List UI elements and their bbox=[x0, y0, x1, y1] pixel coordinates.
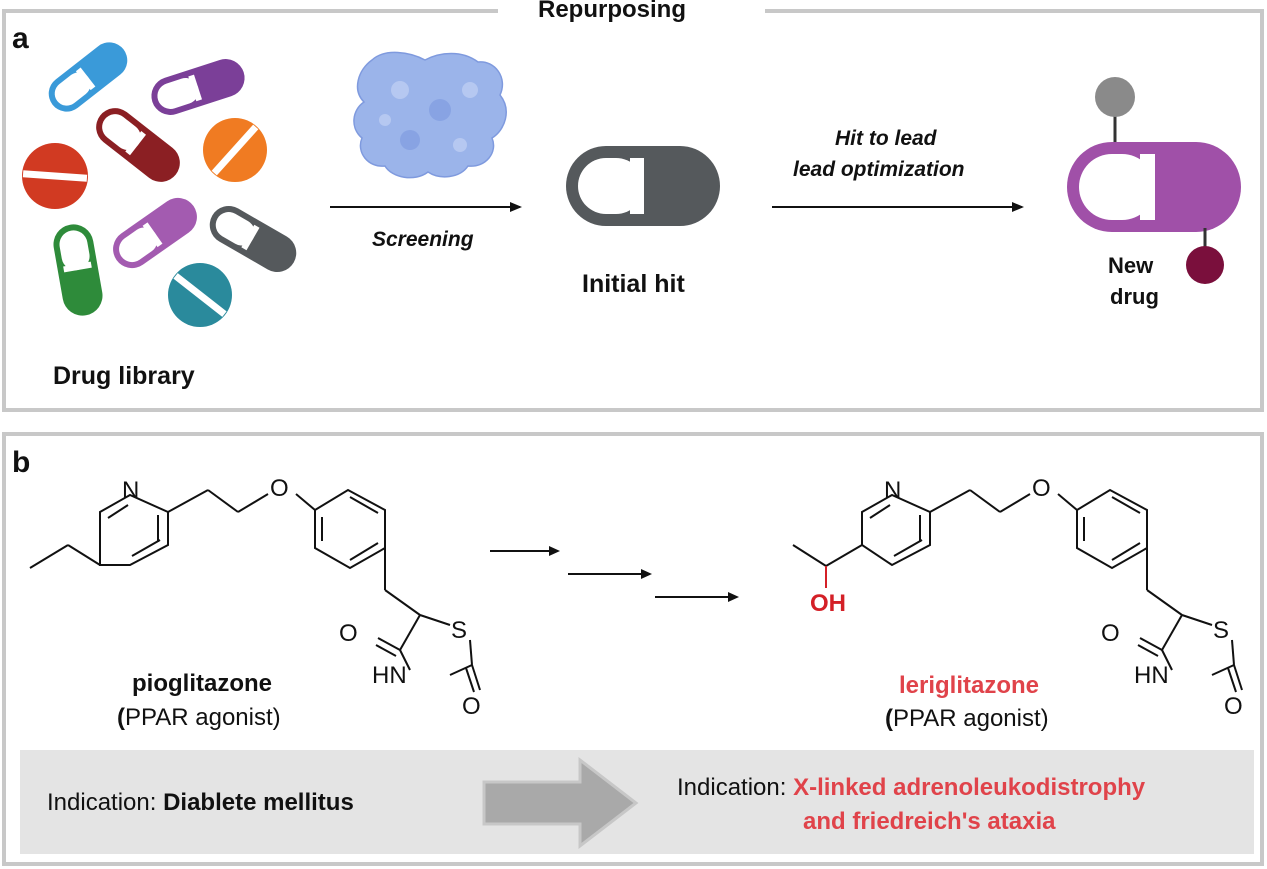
atom-label-o-carbonyl: O bbox=[462, 693, 481, 720]
left-indication-prefix: Indication: bbox=[47, 789, 164, 816]
right-indication-prefix: Indication: bbox=[677, 774, 794, 801]
atom-label-o: O bbox=[1032, 475, 1051, 502]
capsule-icon bbox=[151, 59, 245, 115]
panel-a-label: a bbox=[12, 22, 29, 55]
new-drug-label-line2: drug bbox=[1110, 284, 1159, 309]
pioglitazone-class: (PPAR agonist) bbox=[117, 704, 281, 732]
right-indication-value-line1: X-linked adrenoleukodistrophy bbox=[793, 774, 1146, 801]
capsule-icon bbox=[53, 224, 103, 316]
protein-icon bbox=[353, 51, 507, 179]
new-drug-label-line1: New bbox=[1108, 253, 1154, 278]
atom-label-o-carbonyl: O bbox=[1224, 693, 1243, 720]
pioglitazone-class-text: PPAR agonist) bbox=[125, 704, 281, 731]
left-indication: Indication: Diablete mellitus bbox=[47, 789, 354, 817]
panel-a-frame bbox=[2, 9, 1264, 412]
leriglitazone-name: leriglitazone bbox=[899, 672, 1040, 699]
tablet-icon bbox=[203, 118, 267, 182]
drug-library-label: Drug library bbox=[53, 362, 195, 390]
pioglitazone-class-paren: ( bbox=[117, 704, 125, 731]
tablet-icon bbox=[168, 263, 232, 327]
atom-label-o-keto: O bbox=[339, 620, 358, 647]
leriglitazone-class-paren: ( bbox=[885, 705, 893, 732]
leriglitazone-class: (PPAR agonist) bbox=[885, 705, 1049, 733]
atom-label-o: O bbox=[270, 475, 289, 502]
right-indication-value-line2: and friedreich's ataxia bbox=[803, 808, 1056, 835]
right-indication: Indication: X-linked adrenoleukodistroph… bbox=[677, 774, 1145, 802]
synthesis-arrows bbox=[490, 546, 739, 602]
atom-label-s: S bbox=[451, 617, 468, 644]
screening-arrow bbox=[330, 202, 522, 212]
panel-b-frame bbox=[2, 432, 1264, 866]
pioglitazone-name: pioglitazone bbox=[132, 670, 272, 697]
indication-arrow-icon bbox=[482, 756, 639, 850]
optimization-label-line1: Hit to lead bbox=[835, 127, 937, 150]
atom-label-s: S bbox=[1213, 617, 1230, 644]
capsule-icon bbox=[209, 206, 297, 272]
atom-label-hn: HN bbox=[372, 662, 407, 689]
pioglitazone-structure bbox=[29, 488, 481, 693]
atom-label-oh: OH bbox=[810, 590, 846, 617]
capsule-icon bbox=[48, 42, 128, 112]
leriglitazone-structure bbox=[792, 488, 1243, 693]
atom-label-n: N bbox=[122, 477, 140, 504]
drug-library-icon bbox=[22, 42, 297, 327]
optimization-label-line2: lead optimization bbox=[793, 158, 965, 181]
left-indication-value: Diablete mellitus bbox=[163, 789, 354, 816]
tablet-icon bbox=[22, 143, 88, 209]
atom-label-o-keto: O bbox=[1101, 620, 1120, 647]
atom-label-n: N bbox=[884, 477, 902, 504]
optimization-arrow bbox=[772, 202, 1024, 212]
panel-header: Repurposing bbox=[532, 0, 692, 24]
new-drug-icon bbox=[1067, 77, 1241, 284]
capsule-icon bbox=[113, 197, 197, 269]
panel-b-label: b bbox=[12, 446, 31, 479]
screening-label: Screening bbox=[372, 228, 474, 251]
initial-hit-label: Initial hit bbox=[582, 270, 685, 298]
leriglitazone-class-text: PPAR agonist) bbox=[893, 705, 1049, 732]
capsule-icon bbox=[96, 108, 180, 182]
initial-hit-capsule-icon bbox=[566, 146, 720, 226]
atom-label-hn: HN bbox=[1134, 662, 1169, 689]
